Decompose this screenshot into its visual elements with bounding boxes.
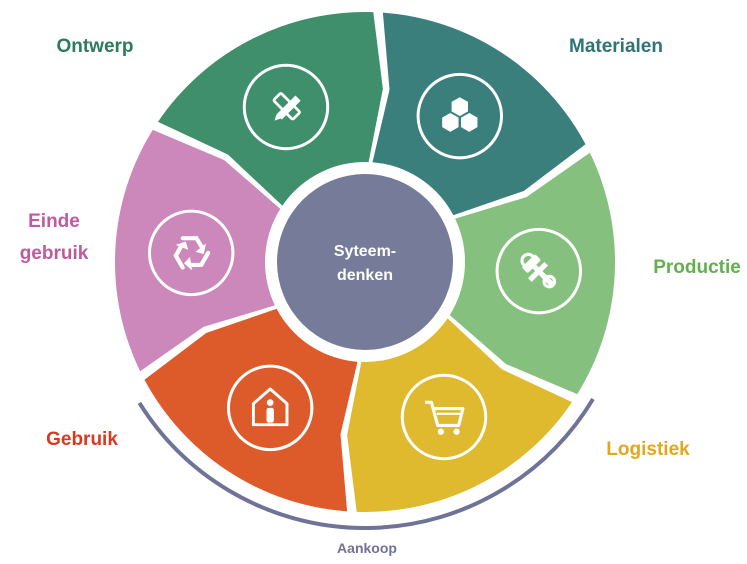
label-einde: gebruik <box>20 243 89 264</box>
label-einde: Einde <box>28 211 80 232</box>
center-label-line: Syteem- <box>334 243 396 260</box>
label-ontwerp: Ontwerp <box>56 36 133 57</box>
center-circle-fill <box>277 174 453 350</box>
shopping-cart-icon <box>400 373 488 461</box>
cycle-segments <box>115 11 615 512</box>
hexagons-icon <box>416 72 504 160</box>
label-materialen: Materialen <box>569 36 663 57</box>
label-logistiek: Logistiek <box>606 439 690 460</box>
pencil-ruler-icon <box>242 63 330 151</box>
house-person-icon <box>226 364 314 452</box>
center-label-line: denken <box>337 267 393 284</box>
hammer-wrench-icon <box>495 227 583 315</box>
label-gebruik: Gebruik <box>46 429 118 450</box>
label-productie: Productie <box>653 257 741 278</box>
recycle-icon <box>147 209 235 297</box>
aankoop-arc <box>137 397 595 530</box>
aankoop-bracket: Aankoop <box>137 397 595 556</box>
center-circle: Syteem-denken <box>265 162 465 362</box>
aankoop-label: Aankoop <box>337 540 397 556</box>
